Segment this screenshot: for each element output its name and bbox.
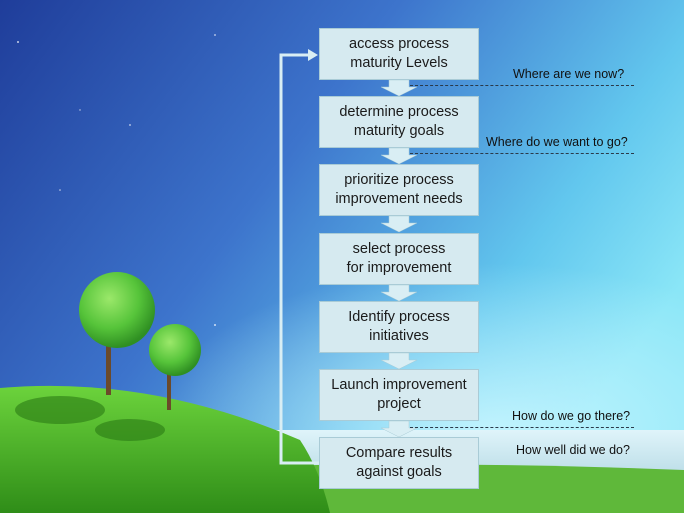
flow-arrows	[380, 79, 418, 438]
divider-line	[410, 153, 634, 154]
question-label: How do we go there?	[512, 409, 631, 423]
stars	[17, 34, 216, 326]
step-box: access process maturity Levels	[319, 28, 479, 80]
feedback-loop-arrow	[279, 53, 319, 465]
question-label: Where are we now?	[513, 67, 625, 81]
step-box: select process for improvement	[319, 233, 479, 285]
question-label: Where do we want to go?	[486, 135, 628, 149]
question-label: How well did we do?	[516, 443, 630, 457]
step-box: prioritize process improvement needs	[319, 164, 479, 216]
step-box: determine process maturity goals	[319, 96, 479, 148]
tree-shadow	[15, 396, 105, 424]
step-box: Launch improvement project	[319, 369, 479, 421]
divider-line	[410, 427, 634, 428]
tree-crown	[149, 324, 201, 376]
step-box: Identify process initiatives	[319, 301, 479, 353]
tree-trunk	[167, 368, 171, 410]
tree-shadow	[95, 419, 165, 441]
tree-crown	[79, 272, 155, 348]
step-box: Compare results against goals	[319, 437, 479, 489]
tree-trunk	[106, 340, 111, 395]
divider-line	[410, 85, 634, 86]
feedback-arrowhead	[308, 49, 318, 61]
